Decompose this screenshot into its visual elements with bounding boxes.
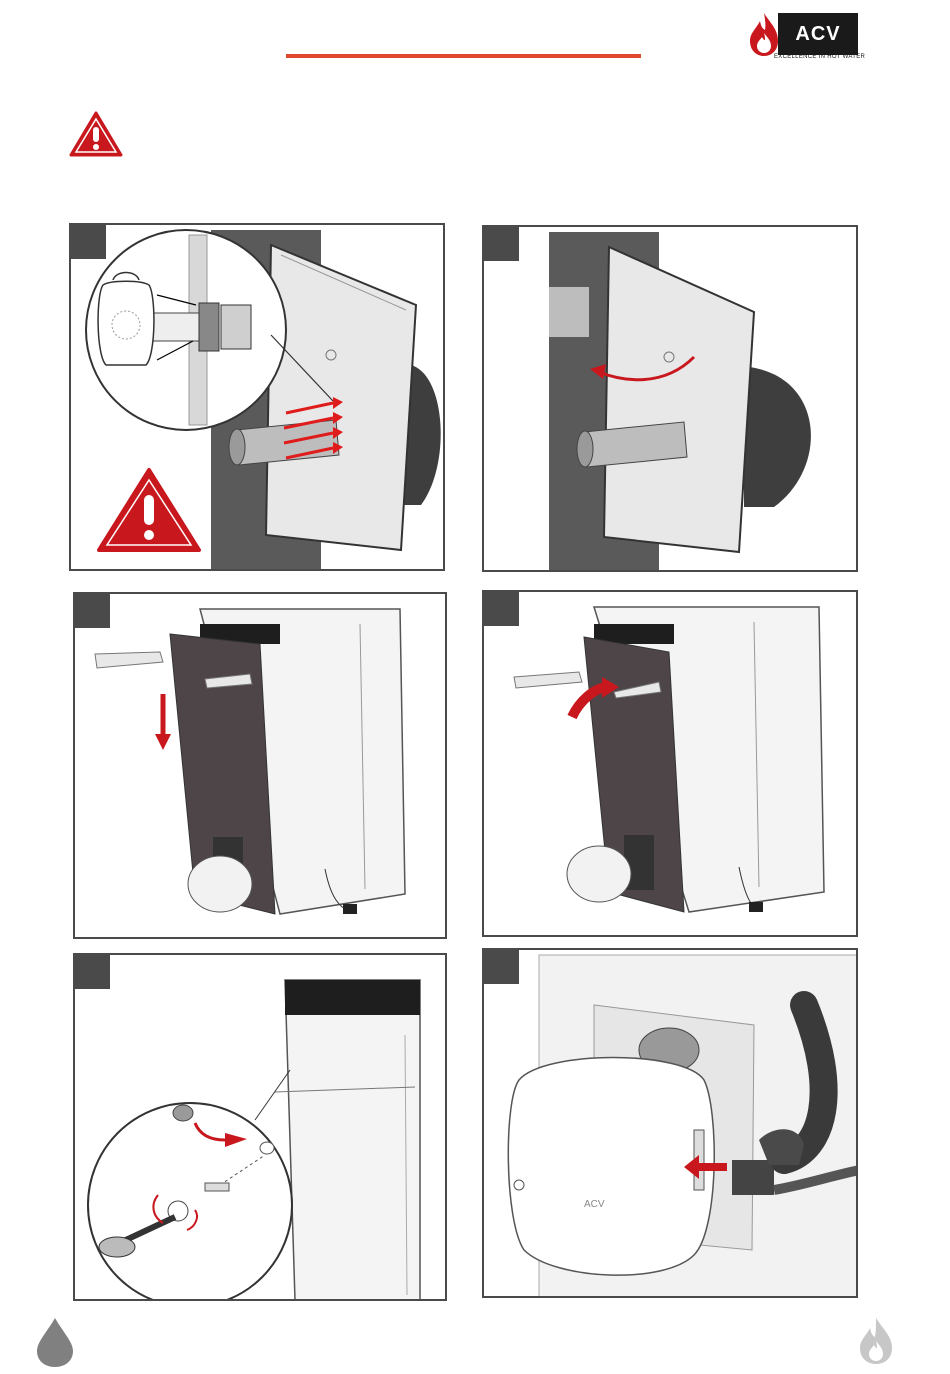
logo-tagline: EXCELLENCE IN HOT WATER [774,54,864,60]
step-panel-1 [69,223,445,571]
acv-flame-icon [748,11,780,57]
step-panel-5 [73,953,447,1301]
step-5-illustration [75,955,447,1301]
water-drop-icon [35,1316,75,1368]
step-2-illustration [484,227,858,572]
step-4-illustration [484,592,858,937]
acv-logo: ACV EXCELLENCE IN HOT WATER [748,11,860,63]
header-accent-rule [286,54,641,58]
step-1-illustration [71,225,445,571]
flame-icon [858,1316,894,1366]
step-panel-6: ACV [482,948,858,1298]
logo-wordmark: ACV [778,13,858,55]
step-3-illustration [75,594,447,939]
warning-triangle-icon [68,110,124,158]
step-panel-4 [482,590,858,937]
step-panel-2 [482,225,858,572]
step-panel-3 [73,592,447,939]
step-6-illustration: ACV [484,950,858,1298]
burner-logo: ACV [584,1199,605,1210]
